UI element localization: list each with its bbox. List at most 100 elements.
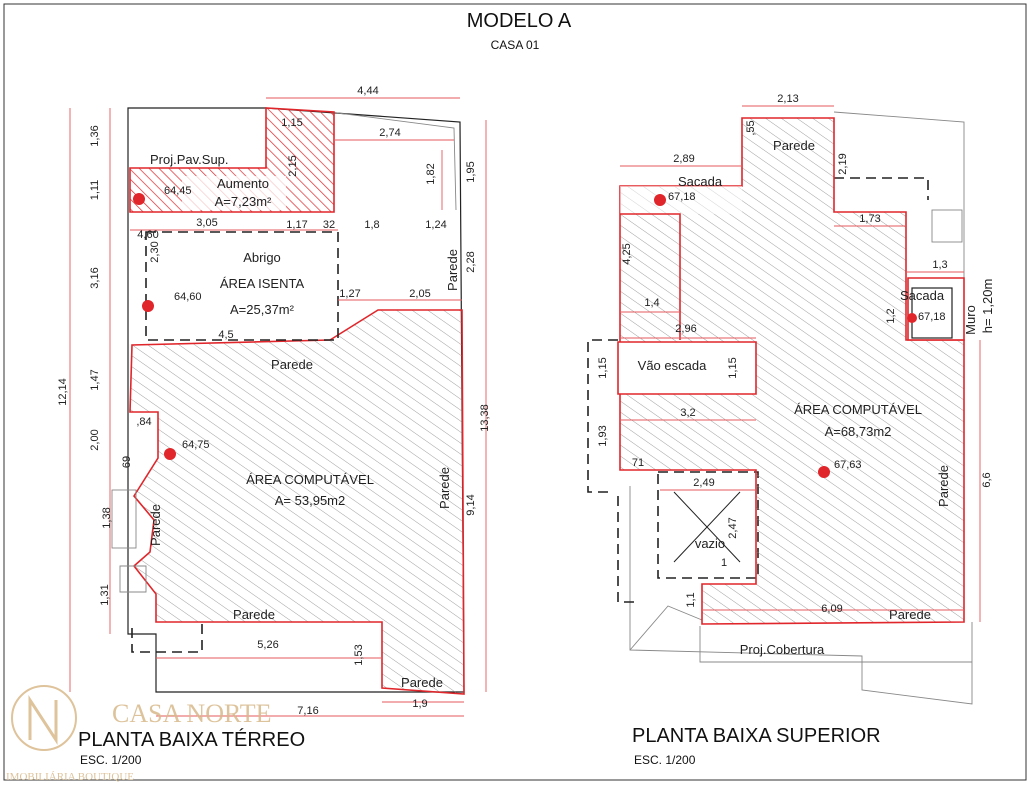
sheet-frame xyxy=(3,3,1027,781)
dimension-label: 1,15 xyxy=(597,357,609,378)
level-marker-icon xyxy=(133,193,145,205)
wall-label: Parede xyxy=(445,249,460,291)
stair-void-bg xyxy=(618,342,756,394)
ground-floor-heading: PLANTA BAIXA TÉRREO xyxy=(78,728,305,751)
wall-label: Parede xyxy=(936,465,951,507)
dimension-label: 2,49 xyxy=(693,477,714,489)
aumento-outline xyxy=(129,107,335,213)
ground-floor-scale: ESC. 1/200 xyxy=(80,753,142,767)
wall-label: Parede xyxy=(148,504,163,546)
dimension-label: 4,60 xyxy=(137,229,158,241)
ground-floor-plan: ÁREA COMPUTÁVEL A= 53,95m2 Proj.Pav.Sup.… xyxy=(57,85,491,767)
casa-norte-logo: CASA NORTE IMOBILIÁRIA BOUTIQUE xyxy=(6,685,272,783)
upper-computable-label: ÁREA COMPUTÁVEL xyxy=(794,402,922,417)
dimension-label: 2,74 xyxy=(379,127,400,139)
upper-computable-area xyxy=(620,118,964,624)
dimension-label: 3,05 xyxy=(196,217,217,229)
upper-dimension-lines xyxy=(620,105,981,622)
stair-void-outline xyxy=(617,341,757,395)
dimension-label: 1,11 xyxy=(89,180,101,201)
proj-cobertura-label: Proj.Cobertura xyxy=(740,642,825,657)
dimension-label: 1,27 xyxy=(339,288,360,300)
dimension-label: 13,38 xyxy=(479,404,491,432)
dimension-label: 7,16 xyxy=(297,705,318,717)
dimension-label: 1,31 xyxy=(99,584,111,605)
dimension-label: 6,09 xyxy=(821,603,842,615)
upper-floor-heading: PLANTA BAIXA SUPERIOR xyxy=(632,725,881,747)
dimension-label: 9,14 xyxy=(465,494,477,515)
wall-label: Parede xyxy=(437,467,452,509)
dimension-label: 1,15 xyxy=(281,117,302,129)
abrigo-area-value: A=25,37m² xyxy=(230,302,295,317)
dimension-label: 5,26 xyxy=(257,639,278,651)
dimension-label: 1,24 xyxy=(425,219,446,231)
ground-computable-label: ÁREA COMPUTÁVEL xyxy=(246,472,374,487)
sacada-side-label: Sacada xyxy=(900,288,945,303)
level-marker-icon xyxy=(907,313,917,323)
dimension-label: 69 xyxy=(121,456,133,468)
dimension-label: 1,38 xyxy=(101,507,113,528)
dimension-label: 12,14 xyxy=(57,378,69,406)
dimension-label: 1 xyxy=(721,557,727,569)
dimension-label: 1,53 xyxy=(353,644,365,665)
upper-dimension-labels: 2,13 ,55 2,19 2,89 1,73 4,25 1,3 1,2 1,4… xyxy=(597,93,993,615)
dimension-label: 1,17 xyxy=(286,219,307,231)
upper-floor-scale: ESC. 1/200 xyxy=(634,753,696,767)
logo-tag: IMOBILIÁRIA BOUTIQUE xyxy=(6,771,134,783)
aumento-label: Aumento xyxy=(217,176,269,191)
dimension-label: 4,44 xyxy=(357,85,378,97)
upper-context-lines xyxy=(629,111,973,705)
dimension-label: 2,15 xyxy=(287,155,299,176)
dimension-label: 1,4 xyxy=(644,297,659,309)
aumento-label-bg xyxy=(182,176,286,210)
muro-height-label: h= 1,20m xyxy=(980,279,995,334)
vazio-outline xyxy=(657,471,759,579)
sheet-title: MODELO A xyxy=(467,10,572,32)
sacada-top-outline xyxy=(620,213,681,340)
ground-dimension-labels: 4,44 1,36 1,11 3,16 1,47 2,00 1,38 1,31 … xyxy=(57,85,491,717)
computable-area xyxy=(130,310,464,694)
dimension-label: 71 xyxy=(632,457,644,469)
window-box xyxy=(111,489,137,549)
upper-dashed-top xyxy=(834,177,929,200)
dimension-label: 2,00 xyxy=(89,429,101,450)
wall-label: Parede xyxy=(401,675,443,690)
abrigo-type: ÁREA ISENTA xyxy=(220,276,305,291)
abrigo-label: Abrigo xyxy=(243,250,281,265)
dimension-label: 2,47 xyxy=(727,517,739,538)
small-box xyxy=(119,565,147,593)
level-value: 64,60 xyxy=(174,291,202,303)
level-marker-icon xyxy=(818,466,830,478)
level-marker-icon xyxy=(654,194,666,206)
dimension-label: 2,96 xyxy=(675,323,696,335)
dimension-label: ,84 xyxy=(136,416,151,428)
dimension-label: 4,25 xyxy=(621,243,633,264)
logo-ring-icon xyxy=(11,685,77,751)
dimension-label: 2,19 xyxy=(837,153,849,174)
wall-label: Parede xyxy=(773,138,815,153)
dimension-label: 1,1 xyxy=(685,592,697,607)
lot-inner-line xyxy=(329,111,457,211)
dimension-lines xyxy=(69,97,487,717)
level-value: 64,45 xyxy=(164,185,192,197)
computable-area-outline xyxy=(129,309,465,695)
dimension-label: 1,73 xyxy=(859,213,880,225)
dimension-label: 3,16 xyxy=(89,267,101,288)
dimension-label: 3,2 xyxy=(680,407,695,419)
upper-dashed-left xyxy=(587,339,618,493)
dimension-label: 1,15 xyxy=(727,357,739,378)
level-value: 67,63 xyxy=(834,459,862,471)
dimension-label: 1,8 xyxy=(364,219,379,231)
upper-computable-area: A=68,73m2 xyxy=(825,424,892,439)
upper-floor-plan: Sacada Sacada Vão escada ÁREA COMPUTÁVEL… xyxy=(587,93,995,767)
dimension-label: 1,82 xyxy=(425,163,437,184)
dimension-label: ,55 xyxy=(745,120,757,135)
dimension-label: 1,3 xyxy=(932,259,947,271)
wall-label: Parede xyxy=(889,607,931,622)
dimension-label: 32 xyxy=(323,219,335,231)
level-value: 67,18 xyxy=(918,311,946,323)
dimension-label: 2,30 xyxy=(149,241,161,262)
sacada-top-bg xyxy=(620,186,742,214)
proj-pav-sup-label: Proj.Pav.Sup. xyxy=(150,152,229,167)
